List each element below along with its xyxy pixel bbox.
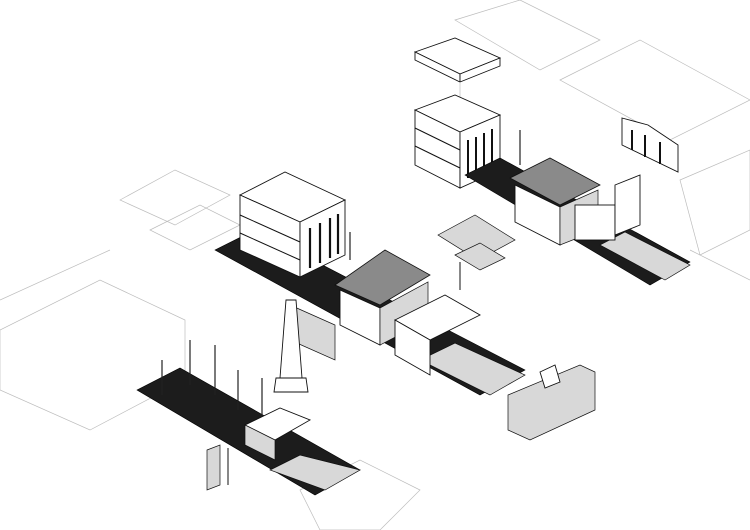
- road-top: [599, 231, 691, 281]
- roof-slab: [413, 37, 502, 110]
- panel-stack: [206, 444, 229, 491]
- wall-section: [507, 364, 596, 441]
- apartment-block-middle: [238, 171, 347, 278]
- trees: [161, 130, 521, 420]
- elevation-panel: [621, 117, 679, 173]
- chimney-tower: [273, 299, 309, 393]
- pavilion-bottom: [243, 407, 312, 461]
- road-bottom: [269, 454, 361, 491]
- canopy-roof: [437, 214, 516, 290]
- road-middle: [419, 342, 526, 396]
- house-middle: [334, 249, 481, 376]
- house-top-right: [509, 157, 641, 246]
